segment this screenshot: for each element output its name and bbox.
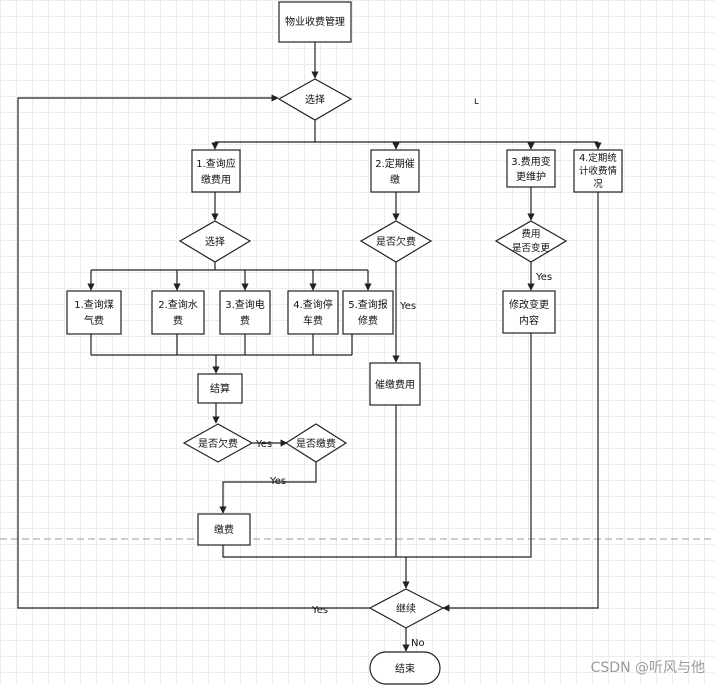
edge-pay-merge: [222, 545, 406, 558]
decision-continue[interactable]: 继续: [368, 588, 445, 629]
node-label-line1: 2.定期催: [375, 157, 415, 170]
node-label: 是否欠费: [376, 235, 416, 248]
edge-modify-merge: [406, 333, 532, 558]
node-property-fee-management[interactable]: 物业收费管理: [278, 1, 352, 43]
node-fee-change-maintenance[interactable]: 3.费用变 更维护: [506, 149, 556, 188]
node-modify-content[interactable]: 修改变更 内容: [502, 290, 556, 334]
node-label-line2: 车费: [303, 314, 323, 327]
node-remind-payment[interactable]: 催缴费用: [369, 362, 421, 406]
node-end[interactable]: 结束: [369, 651, 441, 685]
node-label-line2: 计收费情: [579, 165, 618, 177]
node-label-line1: 1.查询煤: [74, 298, 114, 311]
node-label-line2: 内容: [519, 314, 539, 327]
node-label-line3: 况: [593, 179, 603, 190]
node-label: 选择: [205, 235, 225, 248]
node-label-line2: 更维护: [516, 170, 546, 183]
node-label: 结算: [210, 382, 230, 395]
node-label: 结束: [395, 662, 415, 675]
edge-label-yes: Yes: [269, 476, 286, 487]
edge-label-yes: Yes: [311, 605, 328, 616]
node-periodic-statistics[interactable]: 4.定期统 计收费情 况: [573, 149, 623, 193]
node-label-line2: 修费: [358, 314, 378, 327]
connectors: [17, 42, 602, 652]
edge-d4-pay: [219, 462, 317, 514]
node-query-repair[interactable]: 5.查询报 修费: [342, 290, 394, 335]
node-pay[interactable]: 缴费: [197, 513, 251, 546]
decision-select-main[interactable]: 选择: [277, 78, 353, 121]
node-label-line1: 5.查询报: [348, 298, 388, 311]
node-label: 选择: [305, 93, 325, 106]
edge-label-yes: Yes: [255, 439, 272, 450]
node-label: 物业收费管理: [285, 15, 345, 28]
decision-paid[interactable]: 是否缴费: [284, 423, 348, 463]
cursor-mark: ʟ: [474, 96, 479, 107]
node-label-line2: 是否变更: [512, 242, 551, 254]
node-label: 是否欠费: [198, 437, 238, 450]
node-query-fees[interactable]: 1.查询应 缴费用: [191, 149, 241, 193]
edge-s4-continue: [442, 192, 599, 612]
node-label-line1: 费用: [521, 228, 540, 240]
node-query-electricity[interactable]: 3.查询电 费: [219, 290, 271, 335]
node-label-line2: 缴: [390, 173, 400, 186]
node-label-line1: 3.查询电: [225, 298, 265, 311]
node-label: 缴费: [214, 523, 234, 536]
node-label-line1: 2.查询水: [158, 298, 198, 311]
edge-label-yes: Yes: [399, 301, 416, 312]
node-label-line2: 费: [240, 314, 250, 327]
node-label: 是否缴费: [296, 437, 336, 450]
node-label-line2: 气费: [84, 314, 104, 327]
node-label: 继续: [396, 602, 416, 615]
node-query-gas[interactable]: 1.查询煤 气费: [66, 290, 122, 335]
node-label-line1: 1.查询应: [196, 157, 236, 170]
node-label: 催缴费用: [375, 378, 415, 391]
edge-label-no: No: [411, 638, 425, 649]
edge-loop-back: [17, 94, 370, 609]
node-settlement[interactable]: 结算: [197, 373, 243, 404]
node-label-line2: 缴费用: [201, 173, 231, 186]
node-periodic-reminder[interactable]: 2.定期催 缴: [370, 149, 420, 193]
node-query-parking[interactable]: 4.查询停 车费: [287, 290, 339, 335]
watermark: CSDN @听风与他: [591, 660, 705, 676]
decision-fee-changed[interactable]: 费用 是否变更: [494, 220, 568, 263]
node-label-line2: 费: [173, 314, 183, 327]
decision-in-arrears-2[interactable]: 是否欠费: [182, 423, 254, 463]
node-label-line1: 修改变更: [509, 298, 549, 311]
decision-select-query[interactable]: 选择: [178, 220, 252, 263]
node-label-line1: 3.费用变: [511, 155, 551, 168]
node-query-water[interactable]: 2.查询水 费: [151, 290, 205, 335]
node-label-line1: 4.定期统: [579, 152, 617, 164]
decision-in-arrears[interactable]: 是否欠费: [359, 220, 433, 263]
node-label-line1: 4.查询停: [293, 298, 333, 311]
edge-label-yes: Yes: [535, 272, 552, 283]
